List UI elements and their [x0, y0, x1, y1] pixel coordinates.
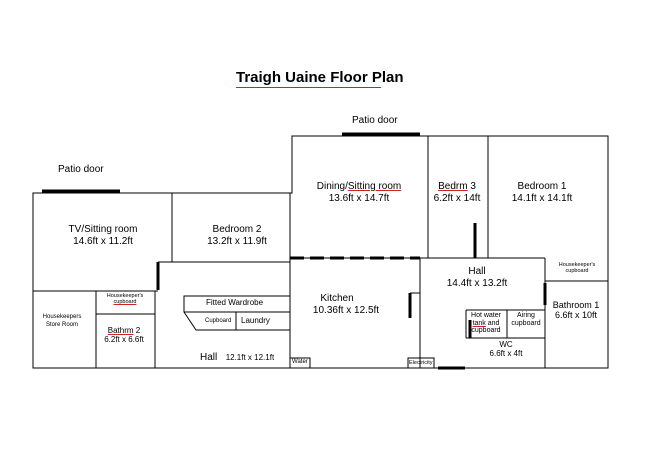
laundry-label: Laundry	[241, 316, 270, 325]
dining-name-suffix: Sitting room	[347, 181, 402, 192]
kitchen-size: 10.36ft x 12.5ft	[312, 304, 380, 316]
bedrm-3-suffix: 3	[467, 181, 476, 192]
housekeeper-cupboard-left-line1: Housekeeper's	[106, 293, 144, 299]
airing-cupboard-label: Airing cupboard	[511, 312, 540, 327]
bedroom-2-label: Bedroom 2 13.2ft x 11.9ft	[207, 224, 267, 247]
bathroom-1-label: Bathroom 1 6.6ft x 10ft	[553, 300, 600, 321]
hall-left-name: Hall	[200, 352, 218, 363]
housekeepers-store-label: Housekeepers Store Room	[43, 313, 82, 330]
housekeeper-cupboard-right-label: Housekeeper's cupboard	[559, 262, 596, 275]
bedrm-3-name: Bedrm 3	[434, 181, 481, 193]
cupboard-outline	[183, 311, 236, 331]
bathrm-2-name-b: 2	[133, 326, 141, 335]
laundry-box	[235, 311, 291, 331]
patio-door-top-label: Patio door	[352, 115, 398, 126]
kitchen-name: Kitchen	[320, 293, 354, 304]
dining-room-label: Dining/Sitting room 13.6ft x 14.7ft	[317, 181, 402, 204]
bedrm-3-size: 6.2ft x 14ft	[433, 192, 481, 204]
hall-left-label: Hall 12.1ft x 12.1ft	[200, 347, 274, 365]
cupboard-label: Cupboard	[205, 318, 232, 324]
hot-water-and: and	[485, 319, 500, 327]
outer-wall	[32, 135, 609, 369]
airing-line2: cupboard	[511, 319, 541, 327]
water-box	[289, 357, 311, 369]
bathrm-2-label: Bathrm 2 6.2ft x 6.6ft	[104, 326, 144, 344]
kitchen-label: Kitchen 10.36ft x 12.5ft	[313, 293, 379, 316]
bathrm-2-size: 6.2ft x 6.6ft	[104, 335, 144, 345]
tv-sitting-room-size: 14.6ft x 11.2ft	[73, 235, 133, 247]
hall-left-size: 12.1ft x 12.1ft	[225, 353, 275, 362]
bathroom-1-size: 6.6ft x 10ft	[554, 310, 598, 321]
housekeeper-cupboard-left-line2: cupboard	[113, 299, 137, 306]
water-label: Water	[292, 359, 308, 365]
bathroom-1-name: Bathroom 1	[552, 300, 600, 310]
hall-right-label: Hall 14.4ft x 13.2ft	[447, 266, 508, 289]
fitted-wardrobe-label: Fitted Wardrobe	[206, 298, 264, 307]
bathrm-2-name-a: Bathrm	[107, 326, 134, 335]
housekeepers-store-line1: Housekeepers	[42, 314, 82, 320]
electricity-label: Electricity	[409, 360, 433, 366]
bedroom-1-size: 14.1ft x 14.1ft	[511, 192, 573, 204]
page-title: Traigh Uaine Floor Plan	[236, 69, 404, 86]
airing-line1: Airing	[517, 312, 535, 319]
dining-name-prefix: Dining/	[316, 181, 348, 192]
dining-room-name: Dining/Sitting room	[317, 181, 402, 193]
hot-water-line1: Hot water	[471, 312, 501, 319]
title-underline	[236, 87, 381, 88]
hot-water-tank: tank	[472, 319, 486, 327]
bedrm-3-prefix: Bedrm	[438, 181, 468, 192]
bedroom-2-name: Bedroom 2	[212, 224, 262, 235]
electricity-box	[407, 357, 435, 369]
hot-water-line3: cupboard	[471, 327, 501, 335]
housekeepers-store-line2: Store Room	[45, 322, 79, 329]
patio-door-left-label: Patio door	[58, 164, 104, 175]
wc-size: 6.6ft x 4ft	[489, 349, 523, 359]
housekeeper-cupboard-right-line2: cupboard	[565, 268, 589, 275]
hall-right-name: Hall	[468, 266, 486, 277]
housekeeper-cupboard-right-line1: Housekeeper's	[558, 262, 596, 268]
housekeeper-cupboard-left-label: Housekeeper's cupboard	[107, 293, 144, 306]
bathrm-2-name: Bathrm 2	[104, 326, 144, 335]
bedroom-1-label: Bedroom 1 14.1ft x 14.1ft	[512, 181, 573, 204]
bedrm-3-label: Bedrm 3 6.2ft x 14ft	[434, 181, 481, 204]
bedroom-1-name: Bedroom 1	[517, 181, 567, 192]
hot-water-label: Hot water tank and cupboard	[471, 312, 501, 335]
wc-name: WC	[499, 340, 513, 349]
hot-water-line2: tank and	[471, 320, 501, 328]
dining-room-size: 13.6ft x 14.7ft	[328, 192, 390, 204]
tv-sitting-room-name: TV/Sitting room	[68, 224, 138, 235]
hall-right-size: 14.4ft x 13.2ft	[446, 277, 508, 289]
bedroom-2-size: 13.2ft x 11.9ft	[207, 235, 267, 247]
wc-label: WC 6.6ft x 4ft	[490, 340, 523, 358]
tv-sitting-room-label: TV/Sitting room 14.6ft x 11.2ft	[69, 224, 138, 247]
